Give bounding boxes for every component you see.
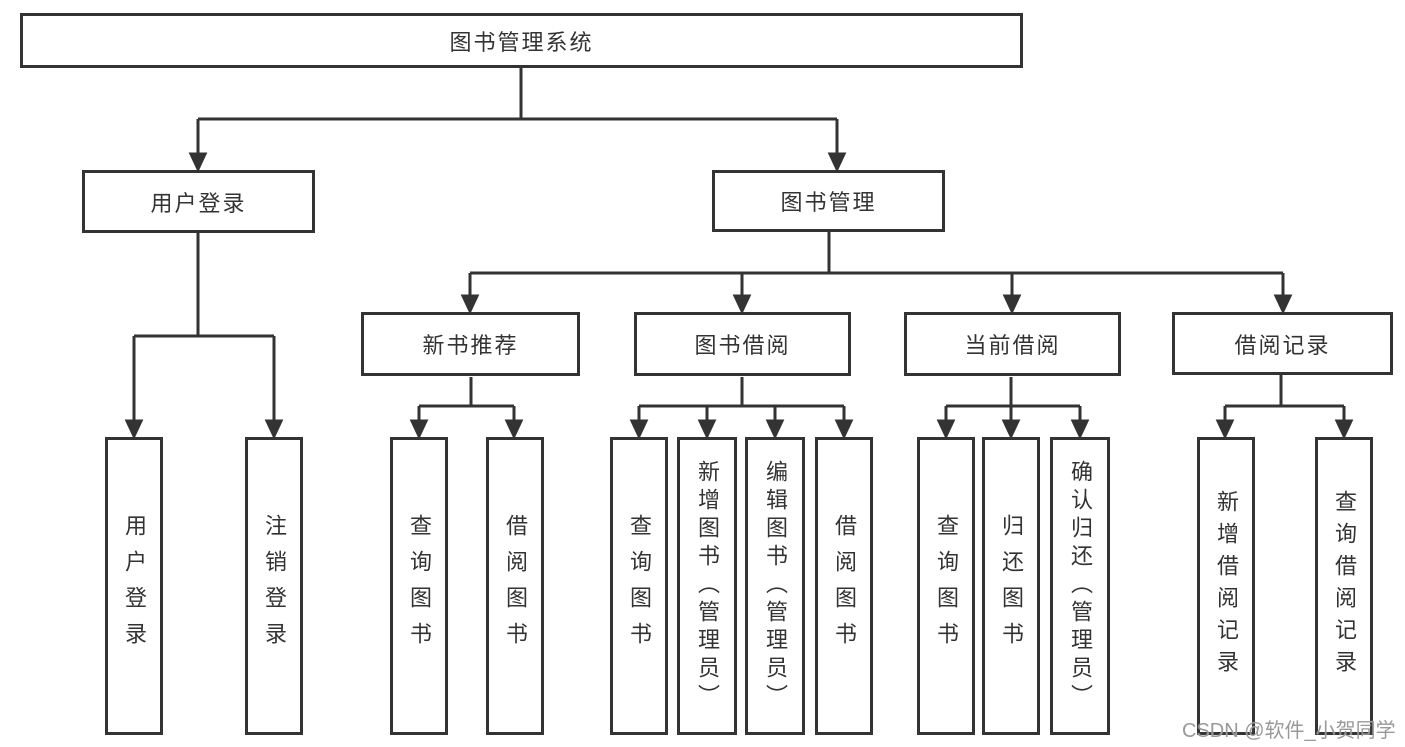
node-current-borrow: 当前借阅 (904, 312, 1121, 376)
node-leaf-query-books-recommend: 查询图书 (390, 437, 448, 735)
connector-root-to-branches (196, 68, 839, 157)
node-leaf-borrow-books-recommend: 借阅图书 (486, 437, 544, 735)
node-leaf-add-borrow-record: 新增借阅记录 (1197, 437, 1255, 735)
arrowhead (1070, 419, 1090, 440)
node-leaf-add-book-admin: 新增图书（管理员） (677, 437, 737, 735)
node-borrow-records: 借阅记录 (1172, 312, 1393, 375)
node-root: 图书管理系统 (20, 13, 1023, 68)
arrowhead (409, 419, 429, 440)
arrowhead (827, 152, 847, 173)
node-leaf-query-books-borrow: 查询图书 (610, 437, 668, 735)
node-book-borrow: 图书借阅 (634, 312, 851, 376)
node-leaf-user-login: 用户登录 (105, 437, 163, 735)
node-user-login-branch: 用户登录 (82, 170, 315, 233)
node-leaf-confirm-return-admin: 确认归还（管理员） (1050, 437, 1110, 735)
arrowhead (834, 419, 854, 440)
arrowhead (1273, 294, 1293, 315)
arrowhead (936, 419, 956, 440)
arrowhead (629, 419, 649, 440)
connector-book-borrow-to-leaves (637, 377, 846, 424)
arrowhead (460, 294, 480, 315)
node-book-management: 图书管理 (712, 170, 945, 232)
arrowhead (1002, 294, 1022, 315)
arrowhead (124, 419, 144, 440)
arrowhead (697, 419, 717, 440)
node-new-book-recommend: 新书推荐 (361, 312, 580, 376)
arrowhead (1001, 419, 1021, 440)
connector-current-borrow-to-leaves (944, 377, 1082, 424)
node-leaf-query-borrow-record: 查询借阅记录 (1315, 437, 1373, 735)
arrowhead (188, 152, 208, 173)
connector-book-management-to-modules (468, 232, 1285, 299)
connector-new-book-to-leaves (417, 377, 516, 424)
arrowhead (765, 419, 785, 440)
arrowhead (264, 419, 284, 440)
node-leaf-edit-book-admin: 编辑图书（管理员） (745, 437, 805, 735)
node-leaf-logout: 注销登录 (245, 437, 303, 735)
connector-borrow-records-to-leaves (1223, 375, 1346, 424)
node-leaf-return-book: 归还图书 (982, 437, 1040, 735)
arrowhead (1215, 419, 1235, 440)
connector-user-login-to-leaves (132, 233, 276, 424)
arrowhead (1334, 419, 1354, 440)
watermark: CSDN @软件_小贺同学 (1182, 720, 1396, 742)
node-leaf-borrow-books: 借阅图书 (815, 437, 873, 735)
node-leaf-query-books-current: 查询图书 (917, 437, 975, 735)
arrowhead (504, 419, 524, 440)
arrowhead (732, 294, 752, 315)
